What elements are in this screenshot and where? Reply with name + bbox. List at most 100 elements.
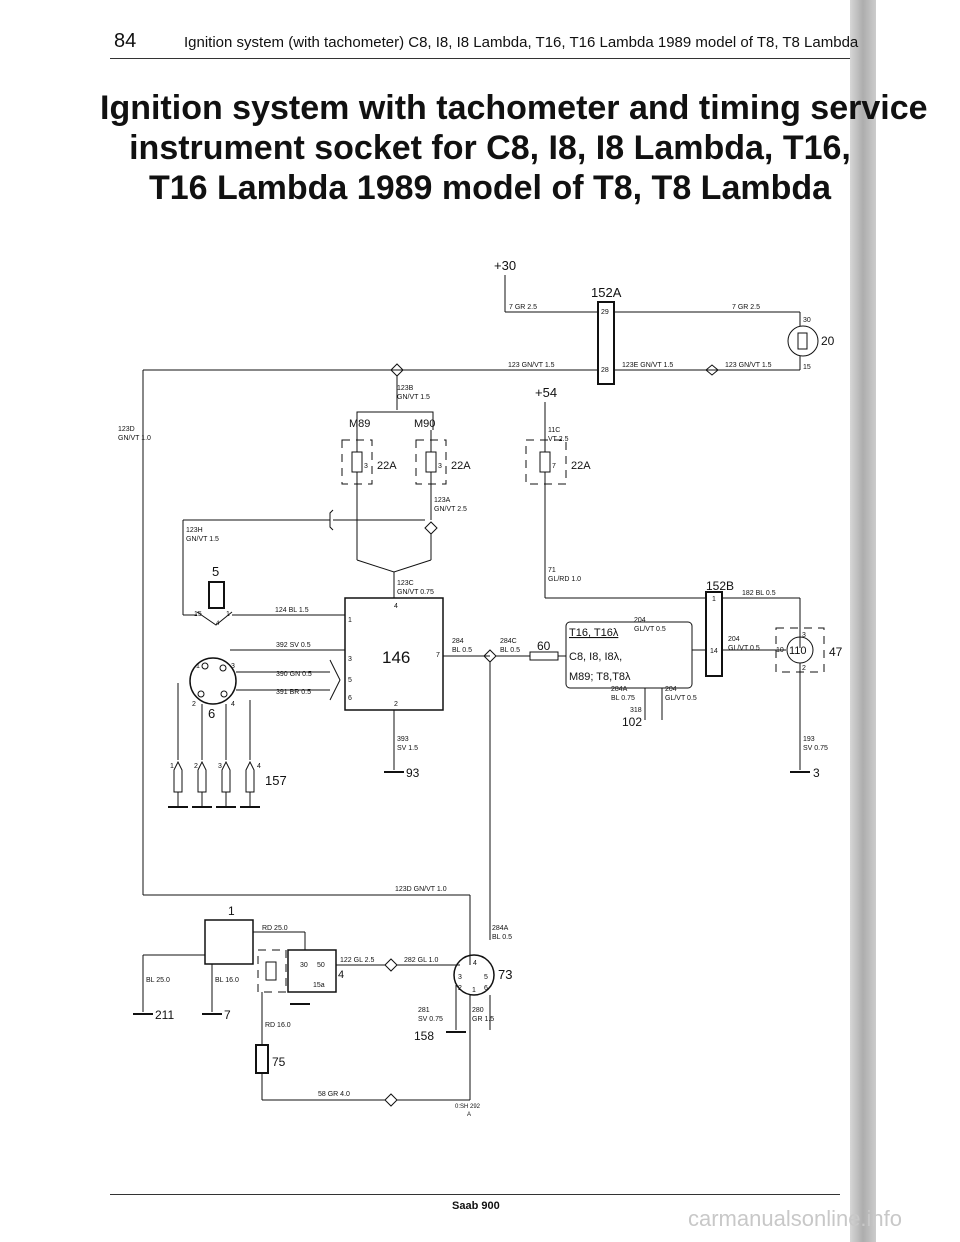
- fuse-7: [539, 451, 551, 473]
- running-header: Ignition system (with tachometer) C8, I8…: [184, 34, 859, 51]
- pin-15: 15: [194, 611, 202, 618]
- wire-123a-spec: GN/VT 2.5: [434, 506, 467, 513]
- spark-plug-2: [197, 760, 207, 793]
- label-73: 73: [498, 967, 512, 982]
- header-rule: [110, 58, 850, 59]
- drawing-reference-suffix: A: [467, 1112, 471, 1118]
- pin-146-7: 7: [436, 652, 440, 659]
- dist-contact-4: [220, 690, 228, 698]
- socket-pin-4: 4: [473, 960, 477, 967]
- dist-contact-1: [201, 662, 209, 670]
- bracket-123h: [329, 509, 334, 531]
- connector-152a: [597, 301, 615, 385]
- label-102: 102: [622, 715, 642, 729]
- starter-pin-50: 50: [317, 962, 325, 969]
- distributor-6: [189, 657, 237, 705]
- wire-122-label: 122 GL 2.5: [340, 957, 374, 964]
- dist-contact-3: [219, 664, 227, 672]
- label-318: 318: [630, 707, 642, 714]
- label-22a-3: 22A: [571, 460, 591, 472]
- watermark: carmanualsonline.info: [688, 1206, 903, 1231]
- starter-pin-30: 30: [300, 962, 308, 969]
- pin-110-3: 3: [802, 632, 806, 639]
- dist-pin-4: 4: [231, 701, 235, 708]
- wire-280-spec: GR 1.5: [472, 1016, 494, 1023]
- wire-123a-id: 123A: [434, 497, 451, 504]
- wire-391-label: 391 BR 0.5: [276, 689, 311, 696]
- page-number: 84: [114, 30, 137, 52]
- label-22a-1: 22A: [377, 460, 397, 472]
- fuse-m90: [425, 451, 437, 473]
- pin-146-3: 3: [348, 656, 352, 663]
- label-22a-2: 22A: [451, 460, 471, 472]
- fuse-75: [255, 1044, 269, 1074]
- wire-282-label: 282 GL 1.0: [404, 957, 438, 964]
- wire-182-label: 182 BL 0.5: [742, 590, 776, 597]
- wire-71-id: 71: [548, 567, 556, 574]
- wire-392-label: 392 SV 0.5: [276, 642, 311, 649]
- label-211: 211: [155, 1008, 174, 1022]
- label-60: 60: [537, 639, 551, 653]
- wire-124-label: 124 BL 1.5: [275, 607, 309, 614]
- wire-284-spec: BL 0.5: [452, 647, 472, 654]
- connector-5-junction: [196, 611, 233, 626]
- splice-122: [384, 958, 398, 972]
- pin-28: 28: [601, 367, 609, 374]
- starter-motor-icon: [265, 961, 277, 981]
- splice-123: [705, 364, 719, 376]
- splice-58: [384, 1093, 398, 1107]
- label-110: 110: [789, 645, 807, 657]
- plug-pin-4: 4: [257, 763, 261, 770]
- dist-pin-3: 3: [231, 663, 235, 670]
- fuse-pin-7: 7: [552, 463, 556, 470]
- scan-edge-shadow: [850, 0, 876, 1242]
- splice-123a: [424, 521, 438, 535]
- wire-123d-spec: GN/VT 1.0: [118, 435, 151, 442]
- label-ground-3: 3: [813, 766, 820, 780]
- label-93: 93: [406, 766, 420, 780]
- pin-152b-1: 1: [712, 596, 716, 603]
- dist-pin-1: 1: [196, 663, 200, 670]
- wire-284-id: 284: [452, 638, 464, 645]
- label-6: 6: [208, 706, 215, 721]
- label-ground-7: 7: [224, 1008, 231, 1022]
- spark-plug-4: [245, 760, 255, 793]
- connector-152b: [705, 591, 723, 677]
- wire-bl16-label: BL 16.0: [215, 977, 239, 984]
- switch-pin-15: 15: [803, 364, 811, 371]
- socket-pin-6: 6: [484, 985, 488, 992]
- pin-110-2: 2: [802, 665, 806, 672]
- plug-pin-1: 1: [170, 763, 174, 770]
- label-75: 75: [272, 1055, 286, 1069]
- page-title: Ignition system with tachometer and timi…: [100, 88, 928, 208]
- socket-pin-3: 3: [458, 974, 462, 981]
- wire-284c-id: 284C: [500, 638, 517, 645]
- title-line-1: Ignition system with tachometer and timi…: [100, 89, 928, 127]
- spark-plug-1: [173, 760, 183, 793]
- label-m89: M89: [349, 418, 370, 430]
- wire-123-label: 123 GN/VT 1.5: [725, 362, 772, 369]
- label-158: 158: [414, 1029, 434, 1043]
- wire-11c-id: 11C: [548, 427, 560, 434]
- socket-pin-2: 2: [458, 985, 462, 992]
- dist-contact-2: [197, 690, 205, 698]
- wire-123-gnvt: 123 GN/VT 1.5: [508, 362, 555, 369]
- wire-193-id: 193: [803, 736, 815, 743]
- wire-204c-id: 204: [728, 636, 740, 643]
- wire-284c-spec: BL 0.5: [500, 647, 520, 654]
- wire-284a2-id: 284A: [492, 925, 509, 932]
- wire-123c-spec: GN/VT 0.75: [397, 589, 434, 596]
- fuse-pin-3b: 3: [438, 463, 442, 470]
- pin-4a: 4: [216, 621, 220, 627]
- variant-t16: T16, T16λ: [569, 627, 619, 639]
- label-plus30: +30: [494, 258, 516, 273]
- wire-rd16-label: RD 16.0: [265, 1022, 291, 1029]
- fuse-m89: [351, 451, 363, 473]
- wire-393-id: 393: [397, 736, 409, 743]
- wire-284a-spec: BL 0.75: [611, 695, 635, 702]
- connector-60: [529, 651, 559, 661]
- wire-7-gr-a: 7 GR 2.5: [509, 304, 537, 311]
- wire-merge-123c: [356, 559, 432, 573]
- pin-146-1: 1: [348, 617, 352, 624]
- starter-solenoid-4: [287, 949, 337, 993]
